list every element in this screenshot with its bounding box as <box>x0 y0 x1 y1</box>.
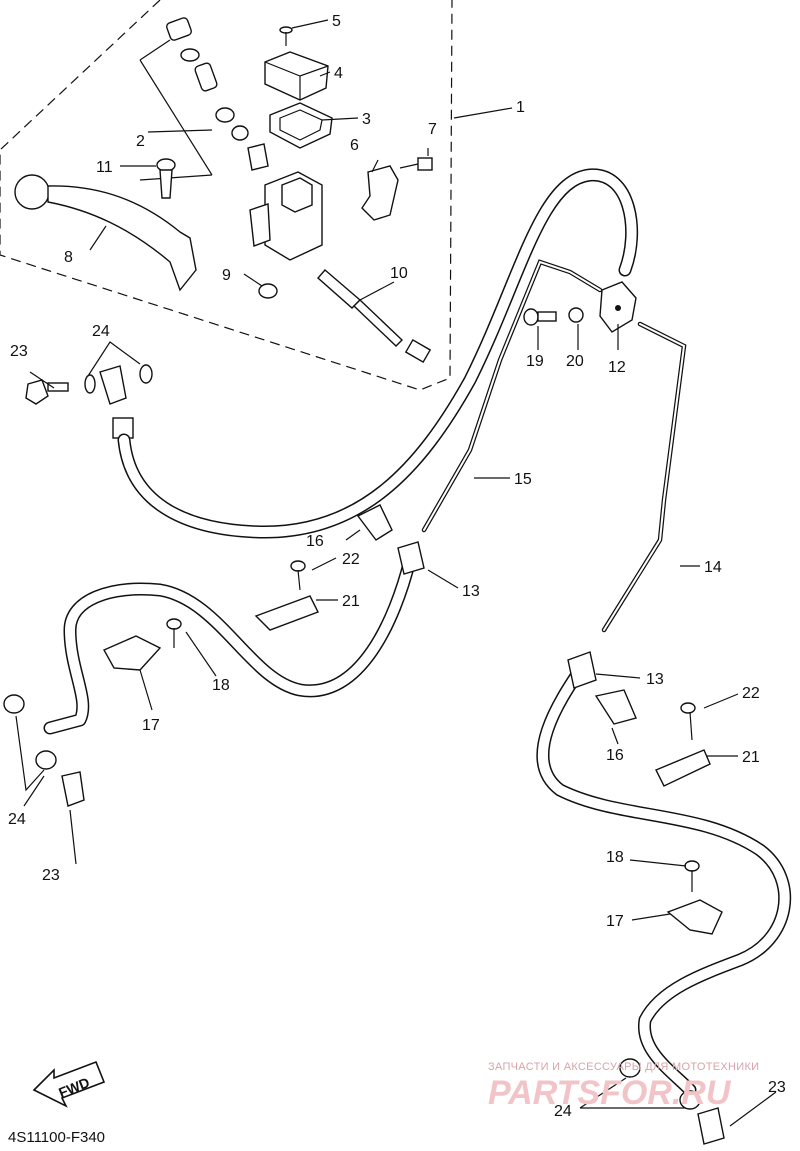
callout-2: 2 <box>136 133 145 150</box>
left-banjo-assembly <box>3 694 85 807</box>
right-bolt-22 <box>680 702 696 741</box>
callout-13-right: 13 <box>646 671 664 688</box>
brake-hose-left <box>43 553 417 735</box>
callout-17-right: 17 <box>606 913 624 930</box>
hose-joint <box>599 281 637 333</box>
holder-bolt <box>399 157 433 171</box>
left-bolt-18 <box>166 618 182 648</box>
master-cylinder-holder <box>361 165 399 221</box>
callout-24-upper: 24 <box>92 323 110 340</box>
callout-14: 14 <box>704 559 722 576</box>
left-clamp-17 <box>103 635 162 671</box>
watermark-logo: PARTSFOR.RU <box>488 1074 732 1112</box>
right-banjo-assembly <box>619 1058 725 1145</box>
callout-24-left: 24 <box>8 811 26 828</box>
callout-20: 20 <box>566 353 584 370</box>
callout-16-right: 16 <box>606 747 624 764</box>
callout-1: 1 <box>516 99 525 116</box>
callout-21-left: 21 <box>342 593 360 610</box>
left-clamp-21 <box>254 595 319 631</box>
reservoir-diaphragm <box>269 102 333 149</box>
callout-23-upper: 23 <box>10 343 28 360</box>
master-cylinder-group-outline <box>0 0 453 391</box>
brake-pipe-15 <box>421 259 603 533</box>
callout-7: 7 <box>428 121 437 138</box>
callout-23-left: 23 <box>42 867 60 884</box>
right-hose-fitting <box>567 651 597 689</box>
callout-3: 3 <box>362 111 371 128</box>
brake-pipe-14 <box>601 321 687 633</box>
callout-11: 11 <box>96 159 113 176</box>
watermark-tagline: ЗАПЧАСТИ И АКСЕССУАРЫ ДЛЯ МОТОТЕХНИКИ <box>488 1061 759 1073</box>
brake-lever <box>14 174 197 292</box>
brake-hose-upper <box>117 168 638 539</box>
callout-22-right: 22 <box>742 685 760 702</box>
diagram-code: 4S11100-F340 <box>8 1129 105 1146</box>
brake-light-switch <box>317 269 432 364</box>
cover-screw <box>279 26 293 46</box>
callout-5: 5 <box>332 13 341 30</box>
callout-9: 9 <box>222 267 231 284</box>
right-clamp-21 <box>655 749 711 787</box>
callout-16-left: 16 <box>306 533 324 550</box>
right-clamp-16 <box>594 689 637 725</box>
callout-6: 6 <box>350 137 359 154</box>
callout-21-right: 21 <box>742 749 760 766</box>
callout-23-right: 23 <box>768 1079 786 1096</box>
callouts: 1 2 3 4 5 6 7 8 9 10 11 12 13 13 14 15 1… <box>8 13 786 1120</box>
callout-22-left: 22 <box>342 551 360 568</box>
brake-hose-right <box>536 663 792 1097</box>
callout-10: 10 <box>390 265 408 282</box>
left-hose-fitting <box>397 541 425 575</box>
lever-nut <box>258 283 278 299</box>
right-clamp-17 <box>666 899 723 935</box>
left-bolt-22 <box>290 560 306 591</box>
joint-washer <box>568 307 584 323</box>
left-clamp-16 <box>356 504 393 541</box>
callout-12: 12 <box>608 359 626 376</box>
reservoir-cover <box>264 51 329 101</box>
callout-24-right: 24 <box>554 1103 572 1120</box>
callout-13-left: 13 <box>462 583 480 600</box>
leader-lines <box>23 19 777 1127</box>
callout-19: 19 <box>526 353 544 370</box>
master-cylinder-body <box>249 171 323 261</box>
callout-18-left: 18 <box>212 677 230 694</box>
callout-4: 4 <box>334 65 343 82</box>
callout-15: 15 <box>514 471 532 488</box>
callout-18-right: 18 <box>606 849 624 866</box>
forward-arrow: FWD <box>32 1060 106 1108</box>
callout-17-left: 17 <box>142 717 160 734</box>
callout-8: 8 <box>64 249 73 266</box>
right-bolt-18 <box>684 860 700 892</box>
upper-banjo-assembly <box>25 341 153 439</box>
piston-kit <box>139 17 269 181</box>
lever-bolt <box>156 158 176 199</box>
joint-bolt <box>523 308 557 326</box>
